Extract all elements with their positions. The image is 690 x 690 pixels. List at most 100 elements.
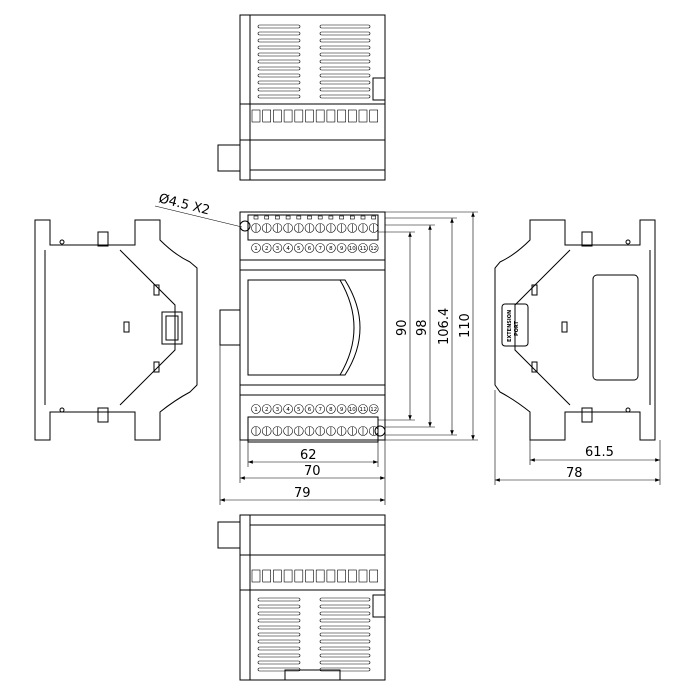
terminal-tab	[307, 215, 312, 220]
vent-slot	[257, 31, 301, 36]
screw-terminal	[368, 426, 379, 436]
dim-62: 62	[300, 448, 317, 463]
terminal-block-slot	[305, 569, 314, 583]
terminal-block-slot	[337, 109, 346, 123]
vent-slot	[319, 660, 371, 665]
screw-terminal	[336, 223, 347, 233]
vent-slot	[319, 625, 371, 630]
terminal-tab	[360, 215, 366, 220]
terminal-block-slot	[283, 109, 293, 123]
terminal-tab	[296, 215, 302, 220]
screw-terminal	[251, 426, 261, 436]
terminal-number: 12	[370, 246, 377, 252]
screw-terminal	[347, 426, 358, 436]
extension-port-label: EXTENSION	[507, 310, 513, 342]
right-side-view: EXTENSION PORT	[494, 219, 656, 441]
extension-port	[501, 303, 529, 347]
hole-note: Ø4.5 X2	[157, 191, 211, 218]
vent-slot	[319, 45, 371, 50]
vent-slot	[257, 611, 301, 616]
terminal-block-slot	[262, 569, 272, 583]
terminal-number: 11	[360, 407, 367, 413]
screw-terminal	[251, 223, 261, 233]
terminal-block-slot	[273, 569, 282, 583]
terminal-block-slot	[369, 109, 379, 123]
terminal-block-slot	[294, 569, 304, 583]
terminal-number-circle	[272, 243, 283, 253]
terminal-number: 10	[349, 246, 356, 252]
screw-terminal	[336, 426, 347, 436]
terminal-number-circle	[293, 243, 304, 253]
vent-slot	[257, 639, 301, 644]
vent-slot	[257, 24, 301, 29]
terminal-number-circle	[368, 404, 379, 414]
dim-78: 78	[566, 466, 583, 481]
screw-terminal	[326, 223, 336, 233]
vent-slot	[319, 87, 371, 92]
terminal-tab	[349, 215, 355, 220]
horizontal-dimensions: 62 70 79 61.5 78	[219, 345, 661, 505]
terminal-number: 5	[297, 407, 301, 413]
vent-slot	[257, 632, 301, 637]
vent-slot	[257, 66, 301, 71]
bottom-view	[217, 514, 386, 681]
left-side-view	[34, 219, 198, 441]
terminal-block-slot	[273, 109, 282, 123]
vent-slot	[319, 667, 371, 672]
terminal-number-circle	[336, 404, 347, 414]
screw-terminal	[358, 426, 368, 436]
dim-106-4: 106.4	[437, 308, 452, 345]
terminal-number-circle	[283, 404, 293, 414]
terminal-tab	[328, 215, 334, 220]
terminal-number-circle	[326, 243, 336, 253]
screw-terminal	[261, 223, 272, 233]
dim-110: 110	[458, 313, 473, 338]
terminal-block-slot	[294, 109, 304, 123]
terminal-number: 7	[318, 246, 322, 252]
vent-slot	[319, 52, 371, 57]
screw-terminal	[272, 426, 283, 436]
vent-slot	[257, 94, 301, 99]
terminal-number: 1	[254, 246, 258, 252]
terminal-number-circle	[315, 404, 326, 414]
terminal-block-slot	[326, 569, 336, 583]
screw-terminal	[326, 426, 336, 436]
terminal-block-slot	[305, 109, 314, 123]
terminal-number-circle	[283, 243, 293, 253]
vent-slot	[257, 660, 301, 665]
screw-terminal	[368, 223, 379, 233]
terminal-number-circle	[347, 404, 358, 414]
terminal-tab	[275, 215, 280, 220]
terminal-number: 11	[360, 246, 367, 252]
screw-terminal	[304, 223, 315, 233]
vent-slot	[319, 66, 371, 71]
terminal-block-slot	[369, 569, 379, 583]
vent-slot	[257, 618, 301, 623]
vent-slot	[319, 639, 371, 644]
vent-slot	[257, 38, 301, 43]
terminal-number: 3	[276, 246, 280, 252]
vent-slot	[257, 45, 301, 50]
vent-slot	[319, 632, 371, 637]
vent-slot	[319, 611, 371, 616]
screw-terminal	[283, 426, 293, 436]
terminal-block-slot	[283, 569, 293, 583]
terminal-block-slot	[347, 109, 357, 123]
terminal-block-slot	[262, 109, 272, 123]
terminal-number-circle	[261, 243, 272, 253]
screw-terminal	[293, 426, 304, 436]
terminal-number: 2	[265, 407, 269, 413]
terminal-number: 5	[297, 246, 301, 252]
terminal-number: 9	[340, 407, 344, 413]
vent-slot	[257, 59, 301, 64]
screw-terminal	[293, 223, 304, 233]
screw-terminal	[315, 426, 326, 436]
vent-slot	[257, 667, 301, 672]
screw-terminal	[261, 426, 272, 436]
terminal-number: 8	[329, 407, 333, 413]
terminal-number-circle	[251, 404, 261, 414]
vent-slot	[319, 94, 371, 99]
terminal-block-slot	[337, 569, 346, 583]
terminal-number-circle	[368, 243, 379, 253]
